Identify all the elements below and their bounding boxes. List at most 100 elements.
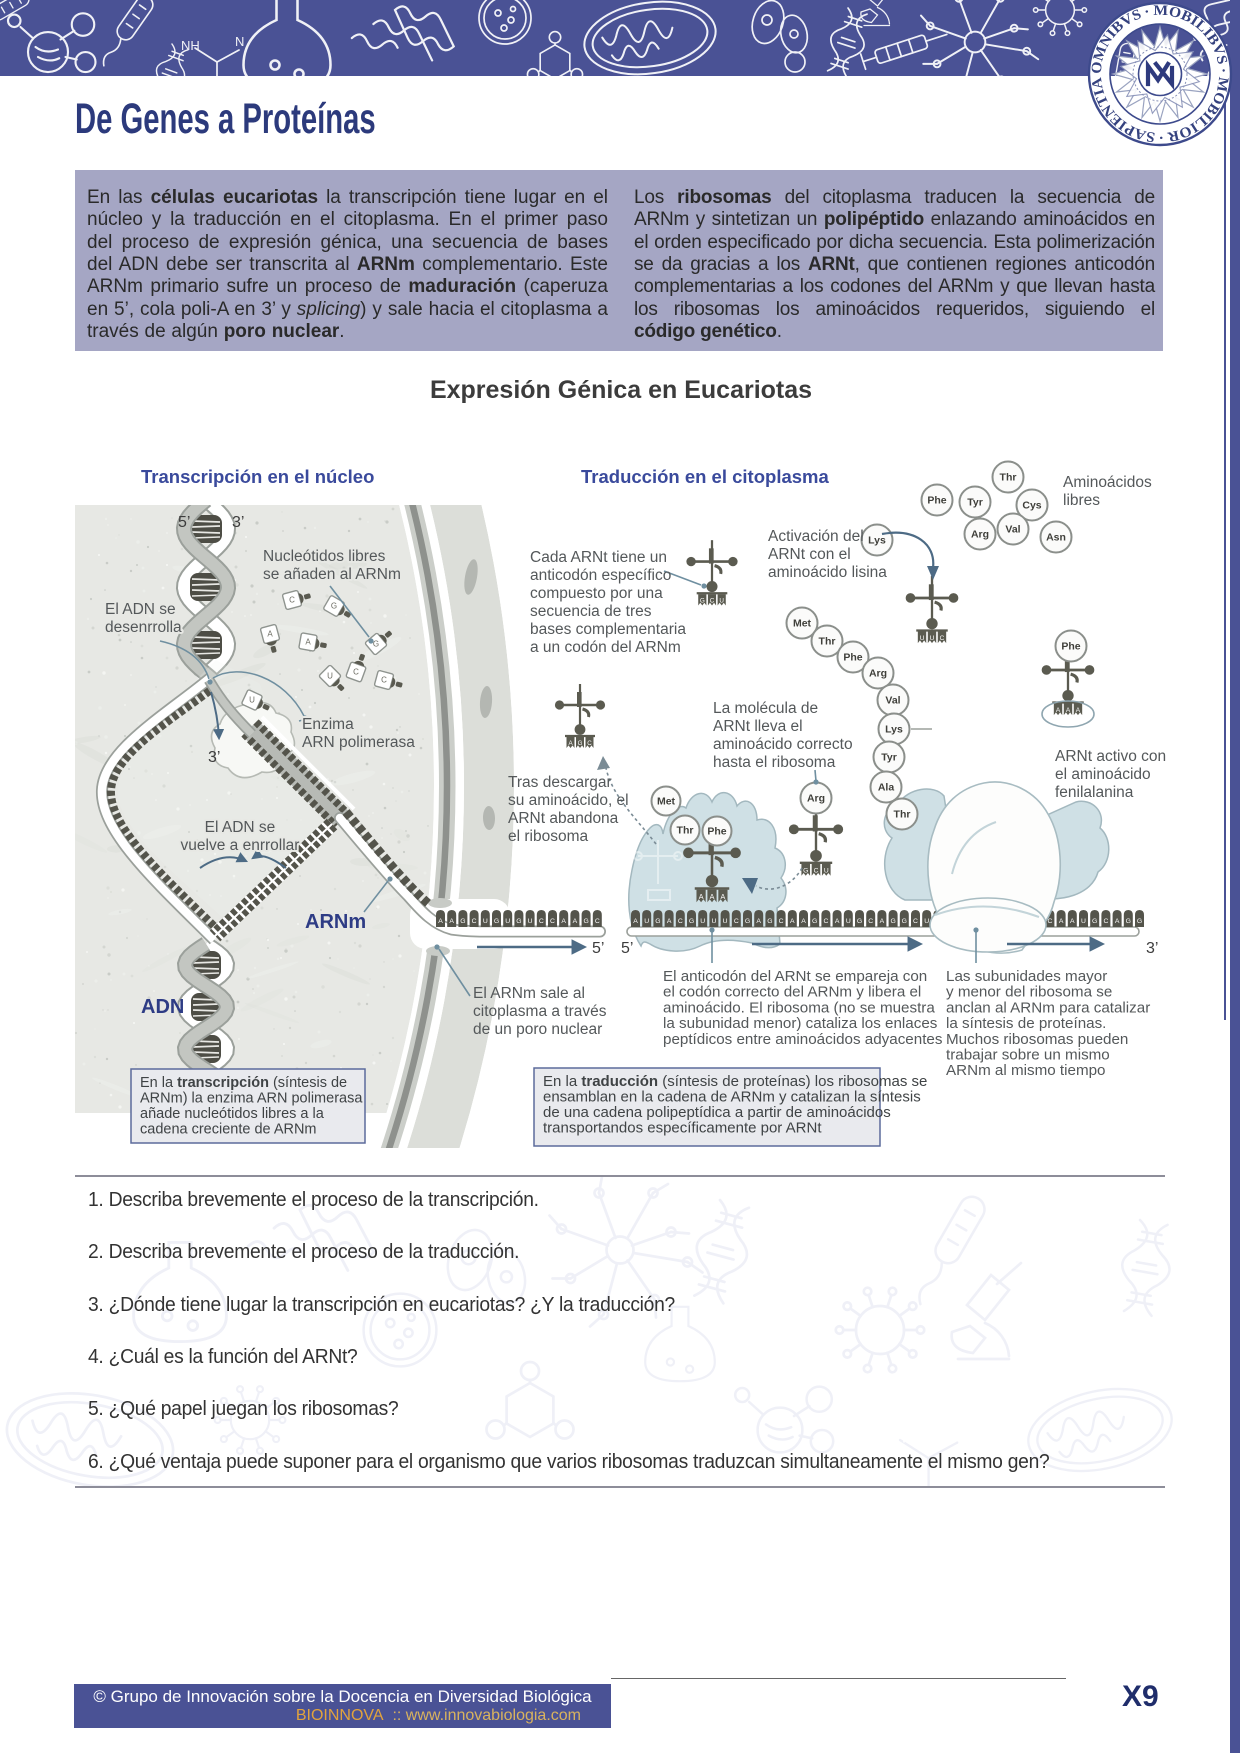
svg-text:añade nucleótidos libres a la: añade nucleótidos libres a la — [140, 1106, 325, 1122]
svg-text:C: C — [595, 918, 600, 925]
svg-text:3’: 3’ — [232, 514, 244, 531]
svg-text:U: U — [644, 918, 649, 925]
svg-text:ARNt abandona: ARNt abandona — [508, 810, 619, 827]
svg-text:U: U — [846, 918, 851, 925]
svg-text:Cada ARNt tiene un: Cada ARNt tiene un — [530, 549, 667, 566]
svg-text:U: U — [249, 696, 255, 705]
svg-text:C: C — [823, 918, 828, 925]
svg-text:El anticodón del ARNt se empar: El anticodón del ARNt se empareja con — [663, 968, 927, 985]
svg-text:U: U — [824, 868, 829, 875]
svg-text:El ARNm sale al: El ARNm sale al — [473, 985, 585, 1002]
svg-text:C: C — [710, 597, 715, 604]
svg-text:citoplasma a través: citoplasma a través — [473, 1003, 607, 1020]
svg-text:compuesto por una: compuesto por una — [530, 585, 663, 602]
svg-text:G: G — [890, 918, 895, 925]
svg-text:5’: 5’ — [621, 940, 633, 957]
svg-text:El ADN se: El ADN se — [105, 601, 176, 618]
svg-text:U: U — [700, 918, 705, 925]
svg-text:5’: 5’ — [178, 514, 190, 531]
svg-text:Arg: Arg — [807, 793, 825, 805]
svg-text:C: C — [814, 868, 819, 875]
svg-text:Met: Met — [793, 618, 812, 630]
svg-text:el ribosoma: el ribosoma — [508, 828, 588, 845]
svg-text:cadena creciente de ARNm: cadena creciente de ARNm — [140, 1122, 317, 1138]
svg-text:hasta el ribosoma: hasta el ribosoma — [713, 754, 836, 771]
svg-text:trabajar sobre un mismo: trabajar sobre un mismo — [946, 1047, 1110, 1064]
svg-text:La molécula de: La molécula de — [713, 700, 818, 717]
svg-text:C: C — [289, 596, 295, 605]
svg-text:C: C — [678, 918, 683, 925]
svg-text:secuencia de tres: secuencia de tres — [530, 603, 652, 620]
svg-text:G: G — [655, 918, 660, 925]
svg-text:Las subunidades mayor: Las subunidades mayor — [946, 968, 1107, 985]
svg-text:G: G — [460, 918, 465, 925]
svg-text:ARNm al mismo tiempo: ARNm al mismo tiempo — [946, 1062, 1106, 1079]
svg-text:Phe: Phe — [1061, 641, 1080, 653]
svg-text:fenilalanina: fenilalanina — [1055, 784, 1134, 801]
svg-text:A: A — [1066, 707, 1071, 714]
svg-text:U: U — [719, 597, 724, 604]
svg-text:C: C — [381, 676, 387, 685]
svg-text:Phe: Phe — [927, 495, 946, 507]
svg-text:A: A — [756, 918, 761, 925]
svg-text:ADN: ADN — [141, 996, 184, 1018]
svg-text:A: A — [880, 918, 885, 925]
svg-text:Activación del: Activación del — [768, 528, 864, 545]
svg-text:NH: NH — [181, 38, 200, 53]
svg-text:En la transcripción (síntesis: En la transcripción (síntesis de — [140, 1075, 347, 1091]
svg-text:anticodón específico: anticodón específico — [530, 567, 671, 584]
svg-text:la síntesis de proteínas.: la síntesis de proteínas. — [946, 1015, 1106, 1032]
svg-text:G: G — [1137, 918, 1142, 925]
svg-text:ensamblan en la cadena de ARNm: ensamblan en la cadena de ARNm y cataliz… — [543, 1089, 921, 1106]
svg-text:Asn: Asn — [1046, 532, 1066, 544]
svg-text:anclan al ARNm para catalizar: anclan al ARNm para catalizar — [946, 999, 1150, 1016]
svg-text:U: U — [930, 635, 935, 642]
svg-text:ARNt lleva el: ARNt lleva el — [713, 718, 803, 735]
svg-text:G: G — [689, 918, 694, 925]
svg-text:Lys: Lys — [868, 535, 886, 547]
svg-text:G: G — [857, 918, 862, 925]
svg-text:de un poro nuclear: de un poro nuclear — [473, 1021, 602, 1038]
svg-text:A: A — [568, 740, 573, 747]
svg-text:aminoácido lisina: aminoácido lisina — [768, 564, 887, 581]
svg-text:C: C — [913, 918, 918, 925]
svg-text:G: G — [516, 918, 521, 925]
svg-text:el aminoácido: el aminoácido — [1055, 766, 1151, 783]
svg-text:A: A — [710, 893, 715, 901]
svg-text:ARNt activo con: ARNt activo con — [1055, 748, 1166, 765]
svg-text:Aminoácidos: Aminoácidos — [1063, 474, 1152, 491]
svg-text:G: G — [1092, 918, 1097, 925]
svg-text:Val: Val — [1005, 524, 1020, 536]
svg-text:A: A — [721, 893, 726, 901]
svg-text:A: A — [1056, 707, 1061, 714]
svg-text:U: U — [505, 918, 510, 925]
svg-text:3’: 3’ — [1146, 940, 1158, 957]
svg-text:transportandos específicamente: transportandos específicamente por ARNt — [543, 1120, 822, 1137]
svg-text:Enzima: Enzima — [302, 716, 354, 733]
svg-text:A: A — [1076, 707, 1081, 714]
svg-text:N: N — [235, 34, 244, 49]
svg-text:Tyr: Tyr — [967, 497, 983, 509]
svg-text:U: U — [723, 918, 728, 925]
svg-text:N: N — [952, 1422, 964, 1441]
svg-text:A: A — [1115, 918, 1120, 925]
svg-text:G: G — [1126, 918, 1131, 925]
svg-text:Met: Met — [657, 796, 676, 808]
svg-text:G: G — [331, 602, 337, 611]
svg-text:se añaden al ARNm: se añaden al ARNm — [263, 566, 401, 583]
svg-text:G: G — [902, 918, 907, 925]
svg-text:G: G — [583, 918, 588, 925]
svg-text:Tras descargar: Tras descargar — [508, 774, 612, 791]
svg-text:desenrrolla: desenrrolla — [105, 619, 182, 636]
svg-text:U: U — [327, 672, 333, 681]
svg-text:aminoácido. El ribosoma (no se: aminoácido. El ribosoma (no se muestra — [663, 999, 935, 1016]
svg-text:Phe: Phe — [707, 826, 726, 838]
svg-text:U: U — [711, 918, 716, 925]
svg-text:bases complementaria: bases complementaria — [530, 621, 686, 638]
svg-text:G: G — [373, 640, 379, 649]
svg-text:a un codón del ARNm: a un codón del ARNm — [530, 639, 681, 656]
svg-text:Arg: Arg — [971, 529, 989, 541]
svg-text:de una cadena polipeptídica a: de una cadena polipeptídica a partir de … — [543, 1104, 891, 1121]
svg-text:G: G — [803, 868, 808, 875]
svg-text:A: A — [573, 918, 578, 925]
